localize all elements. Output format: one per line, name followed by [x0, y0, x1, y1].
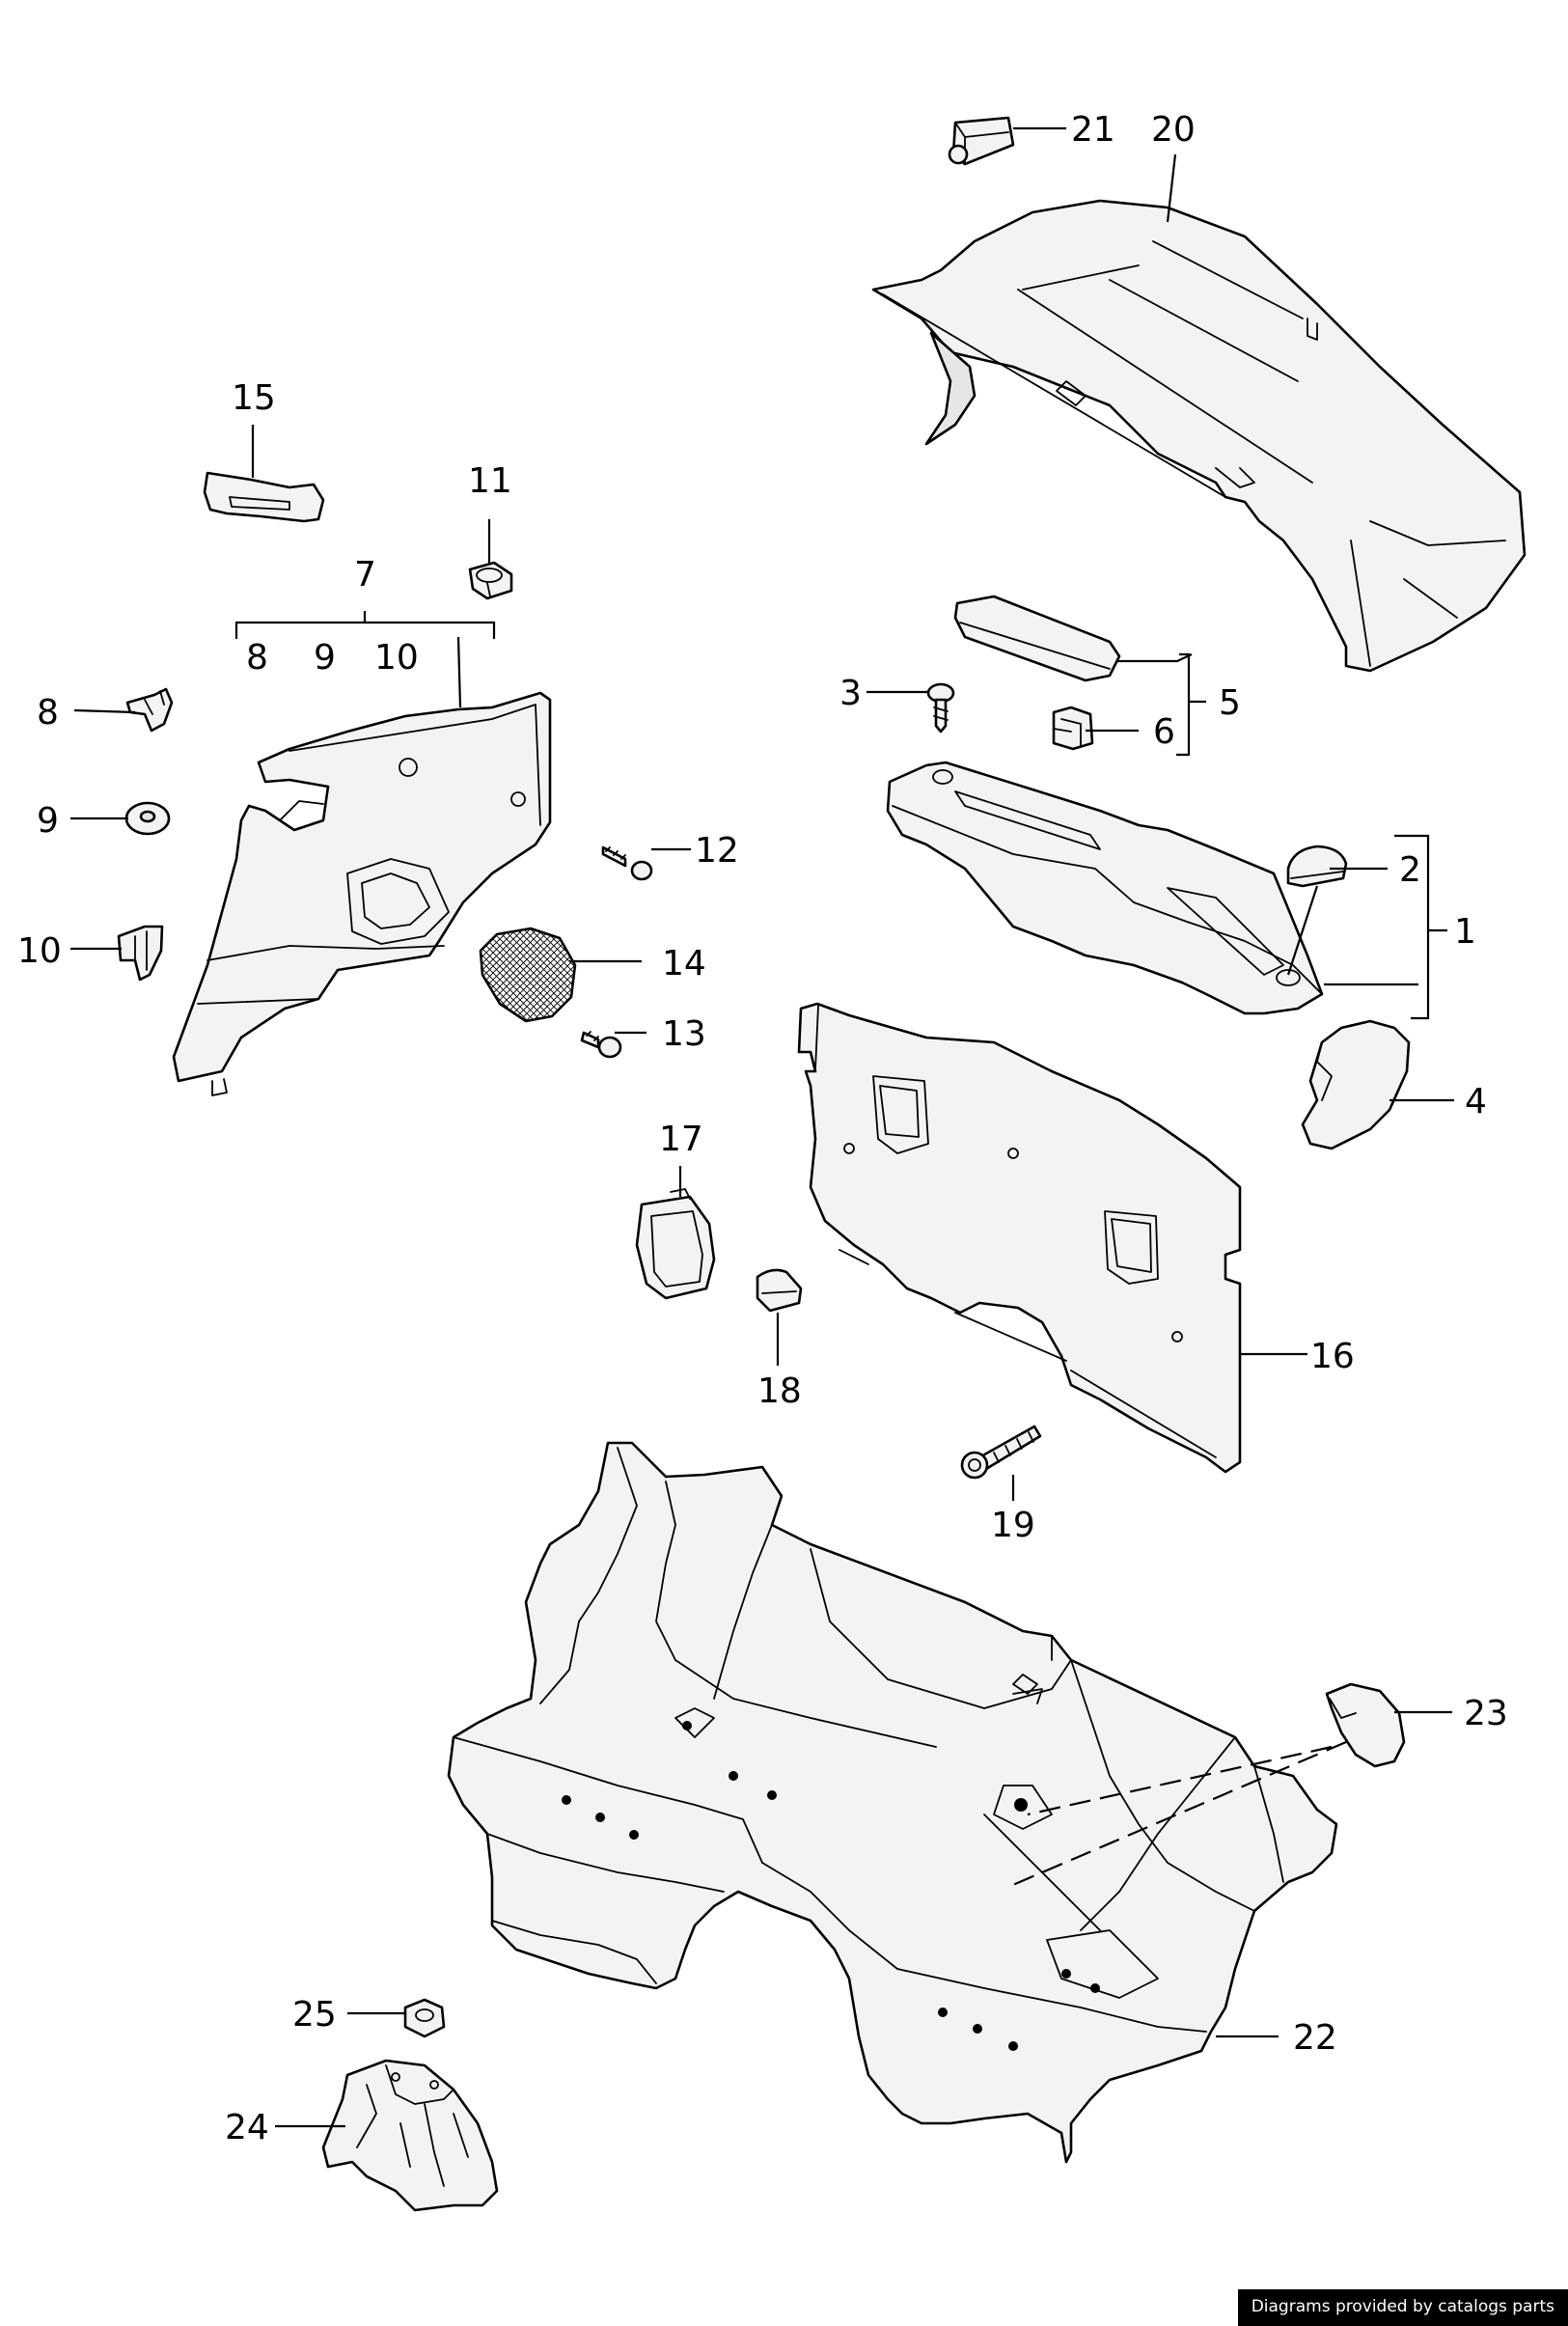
callout-2: 2: [1399, 850, 1421, 890]
part-17-grommet: [635, 1188, 716, 1300]
callout-13: 13: [662, 1014, 706, 1054]
callout-20: 20: [1151, 110, 1196, 150]
part-14-grille: [479, 927, 577, 1023]
callout-14: 14: [662, 944, 706, 983]
part-18-plug: [756, 1268, 803, 1313]
part-5-pad: [953, 595, 1121, 682]
callout-12: 12: [695, 831, 739, 871]
callout-19: 19: [991, 1506, 1035, 1545]
callout-labels: 21 20 15 11 7 8 9 10 8 9 10 12 14 13 3 5…: [17, 110, 1508, 2147]
callout-7-sub-9: 9: [314, 638, 336, 678]
part-6-clip: [1052, 706, 1094, 751]
part-1-trim-cover: [886, 761, 1324, 1015]
callout-1: 1: [1454, 912, 1476, 952]
callout-4: 4: [1465, 1082, 1487, 1121]
part-15-cover: [203, 471, 325, 523]
part-8-clip: [125, 687, 174, 733]
callout-9: 9: [37, 801, 59, 841]
part-10-clip: [117, 925, 164, 982]
callout-24: 24: [225, 2108, 269, 2147]
part-9-washer: [124, 801, 171, 836]
callout-7-sub-8: 8: [246, 638, 268, 678]
part-7-side-trim: [172, 691, 552, 1096]
part-20-parcel-shelf: [871, 199, 1527, 673]
part-19-bolt: [960, 1425, 1042, 1480]
part-21-clip: [948, 116, 1015, 166]
credit-footer: Diagrams provided by catalogs parts: [1237, 2289, 1568, 2326]
callout-16: 16: [1310, 1337, 1355, 1376]
part-3-screw: [926, 682, 955, 734]
part-23-cover: [1325, 1682, 1406, 1768]
callout-23: 23: [1464, 1694, 1508, 1733]
part-4-cover: [1301, 1019, 1411, 1150]
leader-lines: [70, 126, 1454, 2128]
callout-10: 10: [17, 931, 62, 971]
part-24-bracket: [321, 2059, 499, 2212]
callout-25: 25: [292, 1995, 337, 2035]
callout-7-sub-10: 10: [374, 638, 419, 678]
callout-5: 5: [1219, 683, 1241, 723]
callout-21: 21: [1071, 110, 1115, 150]
callout-18: 18: [757, 1371, 802, 1411]
part-11-rivet: [468, 561, 513, 600]
callout-3: 3: [839, 674, 862, 713]
part-22-trunk-liner: [447, 1441, 1338, 2164]
part-12-screw: [601, 845, 653, 881]
callout-7: 7: [354, 555, 376, 595]
part-25-nut: [403, 1998, 446, 2038]
part-2-cap: [1286, 845, 1348, 888]
part-13-screw: [580, 1031, 622, 1059]
part-16-back-panel: [797, 1002, 1242, 1474]
callout-22: 22: [1293, 2018, 1337, 2058]
callout-15: 15: [232, 378, 276, 418]
callout-8: 8: [37, 693, 59, 733]
callout-6: 6: [1153, 712, 1175, 752]
callout-17: 17: [659, 1120, 703, 1159]
callout-11: 11: [468, 461, 512, 501]
